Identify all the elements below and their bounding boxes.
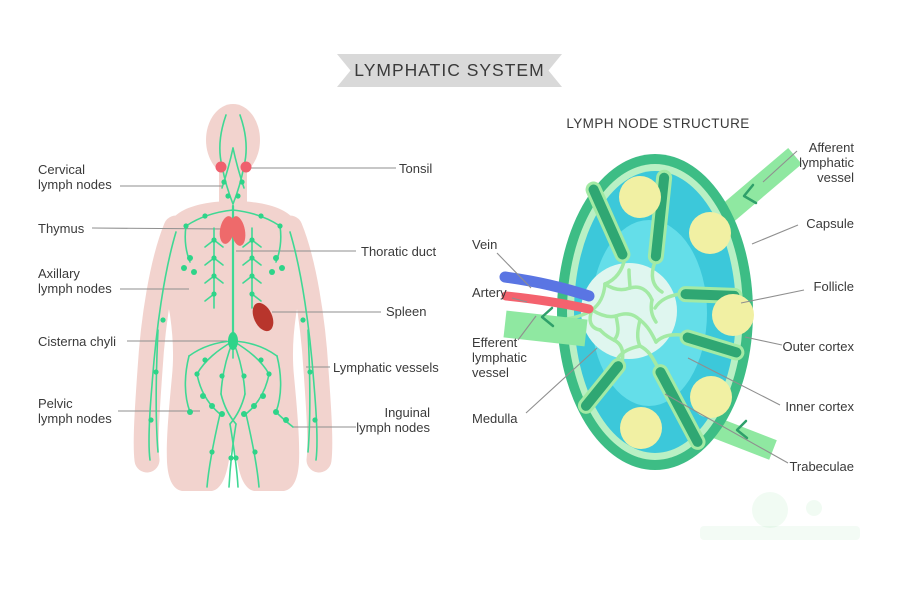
follicle (689, 212, 731, 254)
label-trabeculae: Trabeculae (789, 459, 854, 474)
node-structure-heading: LYMPH NODE STRUCTURE (566, 116, 750, 131)
body-label-connectors (91, 167, 396, 428)
label-lymphatic-vessels: Lymphatic vessels (333, 360, 439, 375)
label-axillary-lymph-nodes: Axillary lymph nodes (38, 266, 112, 296)
thymus (219, 216, 246, 246)
label-thoratic-duct: Thoratic duct (361, 244, 437, 259)
follicles (619, 176, 754, 449)
label-inner-cortex: Inner cortex (785, 399, 854, 414)
hilum-vessels (499, 271, 595, 347)
label-efferent-lymphatic-vessel: Efferent lymphatic vessel (472, 335, 527, 380)
spleen (252, 302, 274, 332)
lymph-node-dots (148, 179, 318, 461)
label-vein: Vein (472, 237, 498, 252)
lymph-node-diagram (496, 147, 805, 470)
label-cervical-lymph-nodes: Cervical lymph nodes (38, 162, 112, 192)
artery (501, 291, 594, 314)
tonsil-right (240, 161, 252, 173)
follicle (620, 407, 662, 449)
label-pelvic-lymph-nodes: Pelvic lymph nodes (38, 396, 112, 426)
page-title: LYMPHATIC SYSTEM (354, 60, 545, 80)
tonsil-left (215, 161, 227, 173)
node-label-connectors (496, 150, 805, 464)
follicle (712, 294, 754, 336)
afferent-vessel-top (715, 147, 802, 227)
label-artery: Artery (472, 285, 507, 300)
label-afferent-lymphatic-vessel: Afferent lymphatic vessel (799, 140, 854, 185)
medullary-cords (558, 256, 684, 370)
follicle (690, 376, 732, 418)
label-outer-cortex: Outer cortex (782, 339, 854, 354)
label-capsule: Capsule (806, 216, 854, 231)
flow-arrow-bottom (735, 419, 749, 440)
label-inguinal-lymph-nodes: Inguinal lymph nodes (356, 405, 430, 435)
body-diagram (91, 104, 396, 491)
cisterna-chyli-node (228, 332, 238, 350)
lymph-node (557, 154, 754, 470)
flow-arrow-top (742, 183, 758, 205)
vein (499, 271, 595, 302)
label-spleen: Spleen (386, 304, 427, 319)
follicle (619, 176, 661, 218)
efferent-vessel (503, 310, 588, 347)
label-medulla: Medulla (472, 411, 518, 426)
flow-arrow-efferent (540, 306, 555, 328)
label-follicle: Follicle (813, 279, 854, 294)
label-tonsil: Tonsil (399, 161, 433, 176)
title-banner: LYMPHATIC SYSTEM (337, 54, 562, 87)
label-cisterna-chyli: Cisterna chyli (38, 334, 117, 349)
organs (215, 161, 274, 350)
label-thymus: Thymus (38, 221, 85, 236)
